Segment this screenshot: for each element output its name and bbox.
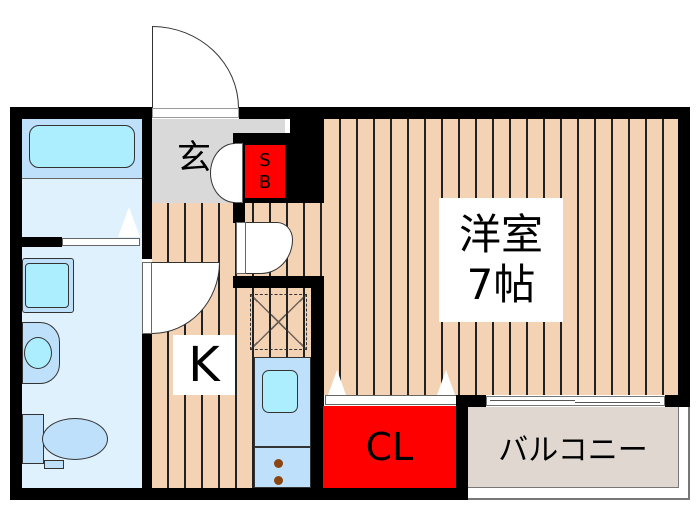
kitchen-label: K	[173, 335, 235, 395]
bath-door-marker-icon	[118, 207, 140, 237]
kitchen-inner-wall	[233, 203, 245, 223]
toilet-base-icon	[44, 460, 64, 469]
closet-door-rail[interactable]	[325, 395, 458, 405]
toilet-tank-icon	[22, 414, 44, 464]
washbasin-bowl-icon	[25, 263, 69, 308]
entry-door-swing[interactable]	[152, 26, 239, 108]
toilet-bowl-icon	[42, 418, 108, 460]
outer-wall-left	[10, 107, 22, 499]
bath-partition-wall	[22, 237, 62, 247]
western-room-name: 洋室	[458, 210, 543, 259]
bathroom-right-wall	[142, 119, 152, 259]
western-room-size: 7帖	[466, 260, 536, 309]
bathroom-right-wall-lower	[142, 333, 152, 493]
kitchen-sink-icon[interactable]	[262, 370, 298, 413]
window-track-line	[575, 402, 660, 403]
bathtub-icon	[29, 125, 135, 168]
window-track-line	[490, 400, 575, 401]
kitchen-unit-wall-right	[311, 276, 324, 488]
balcony-label: バルコニー	[468, 407, 679, 488]
outer-wall-right	[678, 107, 690, 407]
closet-wall-right	[456, 395, 468, 500]
closet-door-marker-icon	[437, 370, 455, 395]
fridge-cross-icon	[250, 294, 307, 350]
bath-partition-door[interactable]	[62, 238, 140, 246]
shoebox[interactable]: S B	[245, 145, 285, 198]
shoebox-label-s: S	[259, 149, 271, 171]
stove-burner-icon[interactable]	[274, 476, 283, 485]
western-room-floor	[324, 119, 678, 395]
closet-door-marker-icon	[328, 370, 346, 395]
stove-burner-icon[interactable]	[274, 459, 283, 468]
outer-wall-top-room	[300, 107, 690, 119]
bathroom-door-panel	[142, 262, 152, 334]
balcony-sliding-window[interactable]	[486, 396, 665, 406]
kitchen-unit-wall-top	[233, 276, 323, 288]
entrance-label: 玄	[177, 137, 211, 178]
shoebox-door[interactable]	[234, 143, 243, 203]
sink-bowl-icon	[24, 337, 52, 369]
balcony-wall-left	[456, 395, 486, 407]
balcony-wall-right	[665, 395, 690, 407]
outer-wall-bottom-mid	[140, 488, 466, 500]
western-room-label: 洋室 7帖	[439, 198, 563, 322]
closet-door-panel	[236, 222, 246, 274]
outer-wall-bottom	[10, 488, 168, 500]
shoebox-label-b: B	[258, 171, 272, 193]
entry-door-threshold	[152, 108, 239, 118]
closet[interactable]: CL	[323, 406, 456, 488]
outer-wall-top-left	[10, 107, 152, 119]
